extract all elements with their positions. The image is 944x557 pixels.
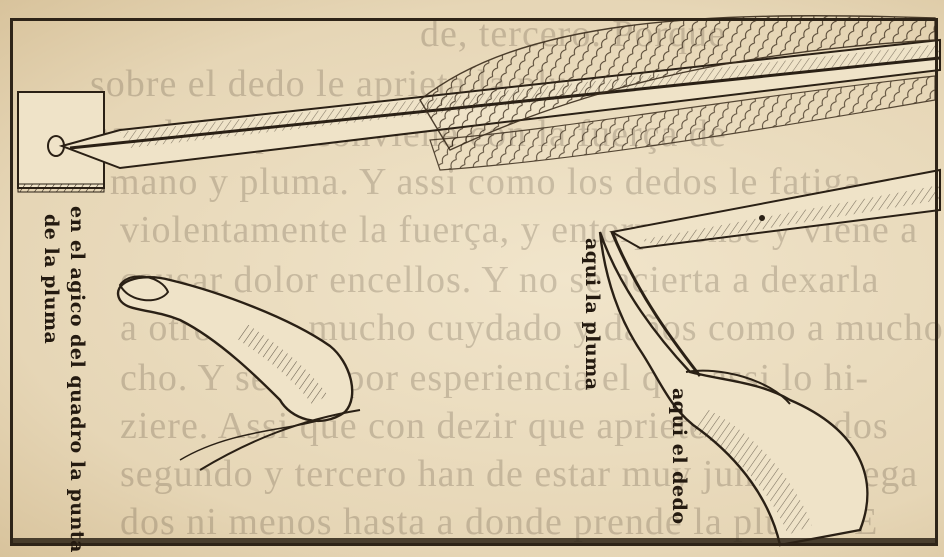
pen-tip-caption-line1: en el agico del quadro la punta — [66, 206, 88, 553]
pen-label: aqui la pluma — [581, 238, 603, 391]
finger-label: aqui el dedo — [668, 388, 690, 525]
pen-tip-caption-line2: de la pluma — [40, 214, 62, 344]
illustration-frame — [10, 18, 938, 546]
